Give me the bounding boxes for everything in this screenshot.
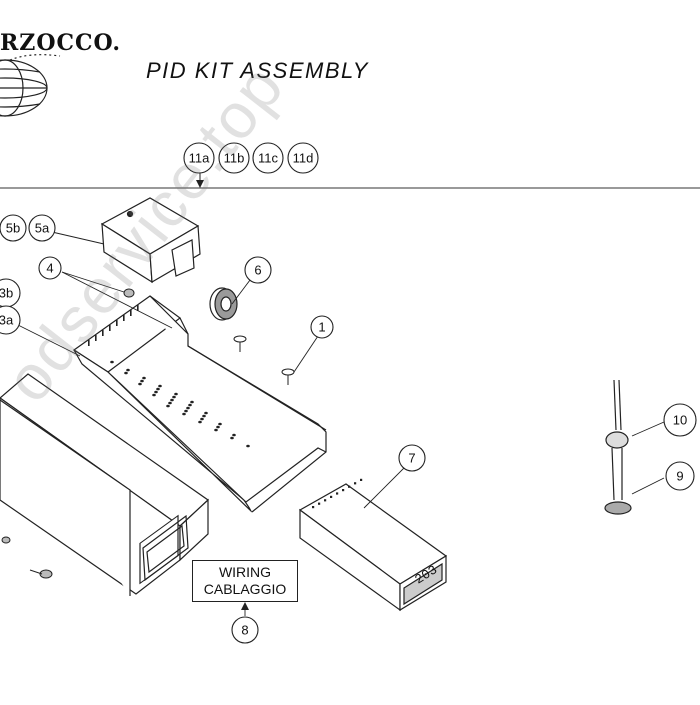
callout-11c: 11c: [252, 142, 284, 174]
callout-6: 6: [244, 256, 272, 284]
enclosure-window: [142, 514, 189, 582]
brand-wordmark: RZOCCO.: [0, 30, 122, 56]
vent-slot: [216, 425, 220, 429]
vent-slot: [188, 403, 192, 407]
vent-slot: [166, 404, 170, 408]
callout-label: 5a: [35, 221, 50, 236]
vent-slot: [204, 411, 208, 415]
temperature-probe: [604, 379, 632, 515]
callout-11b: 11b: [218, 142, 250, 174]
callout-label: 3a: [0, 313, 14, 328]
callout-label: 1: [318, 320, 325, 335]
pid-cover-box: [100, 197, 201, 284]
callout-label: 5b: [6, 221, 20, 236]
vent-slot: [172, 395, 176, 399]
callout-label: 10: [673, 413, 687, 428]
callout-11a: 11a: [183, 142, 215, 174]
callout-label: 6: [254, 263, 261, 278]
vent-slot: [126, 368, 130, 372]
vent-slot: [324, 499, 327, 502]
pid-display-vents: [312, 478, 363, 509]
vent-slot: [232, 433, 236, 437]
vent-slot: [170, 398, 174, 402]
vent-slot: [142, 376, 146, 380]
side-bolts: [1, 536, 53, 579]
vent-slot: [110, 360, 114, 364]
screw-parts: [233, 335, 295, 385]
globe-logo: [0, 54, 61, 117]
vent-slot: [138, 382, 142, 386]
callout-7: 7: [398, 444, 426, 472]
vent-slot: [116, 320, 118, 326]
vent-slot: [318, 502, 321, 505]
callout-bubbles: 11a 11b 11c 11d 5b 5a 4 6 3b 3a 1 10 9 7 8: [0, 142, 697, 644]
vent-slot: [348, 485, 351, 488]
grommet: [209, 287, 238, 321]
callout-label: 4: [46, 261, 53, 276]
callout-3a: 3a: [0, 305, 21, 335]
vent-slot: [360, 478, 363, 481]
callout-5b: 5b: [0, 214, 27, 242]
callout-11d: 11d: [287, 142, 319, 174]
bracket-vent-slots: [88, 305, 250, 448]
vent-slot: [124, 371, 128, 375]
vent-slot: [200, 417, 204, 421]
callout-label: 11d: [293, 151, 314, 166]
vent-slot: [123, 315, 125, 321]
callout-3b: 3b: [0, 278, 21, 308]
enclosure: [0, 373, 209, 596]
vent-slot: [342, 489, 345, 492]
vent-slot: [152, 393, 156, 397]
callout-label: 8: [241, 623, 248, 638]
vent-slot: [330, 495, 333, 498]
vent-slot: [336, 492, 339, 495]
vent-slot: [182, 412, 186, 416]
vent-slot: [186, 406, 190, 410]
vent-slot: [246, 444, 250, 448]
vent-slot: [218, 422, 222, 426]
callout-label: 11c: [258, 151, 278, 166]
vent-slot: [140, 379, 144, 383]
callout-8: 8: [231, 616, 259, 644]
vent-slot: [174, 392, 178, 396]
vent-slot: [137, 305, 139, 311]
vent-slot: [154, 390, 158, 394]
callout-9: 9: [665, 461, 695, 491]
pid-controller: [298, 483, 448, 612]
vent-slot: [95, 335, 97, 341]
vent-slot: [109, 325, 111, 331]
callout-4: 4: [38, 256, 62, 280]
wiring-label-line-2: CABLAGGIO: [203, 581, 287, 597]
vent-slot: [214, 428, 218, 432]
vent-slot: [312, 506, 315, 509]
vent-slot: [202, 414, 206, 418]
wiring-label: WIRING CABLAGGIO: [192, 560, 298, 602]
callout-label: 11a: [189, 151, 210, 166]
wiring-label-line-1: WIRING: [218, 564, 272, 580]
mounting-bracket: [72, 295, 327, 513]
vent-slot: [184, 409, 188, 413]
vent-slot: [102, 330, 104, 336]
callout-label: 3b: [0, 286, 13, 301]
vent-slot: [88, 340, 90, 346]
callout-5a: 5a: [28, 214, 56, 242]
callout-label: 11b: [224, 151, 245, 166]
vent-slot: [354, 482, 357, 485]
callout-10: 10: [663, 403, 697, 437]
vent-slot: [190, 400, 194, 404]
callout-label: 7: [408, 451, 415, 466]
vent-slot: [230, 436, 234, 440]
vent-slot: [198, 420, 202, 424]
callout-1: 1: [310, 315, 334, 339]
vent-slot: [156, 387, 160, 391]
vent-slot: [158, 384, 162, 388]
vent-slot: [130, 310, 132, 316]
page-title: PID KIT ASSEMBLY: [146, 58, 369, 83]
callout-label: 9: [676, 469, 683, 484]
vent-slot: [168, 401, 172, 405]
